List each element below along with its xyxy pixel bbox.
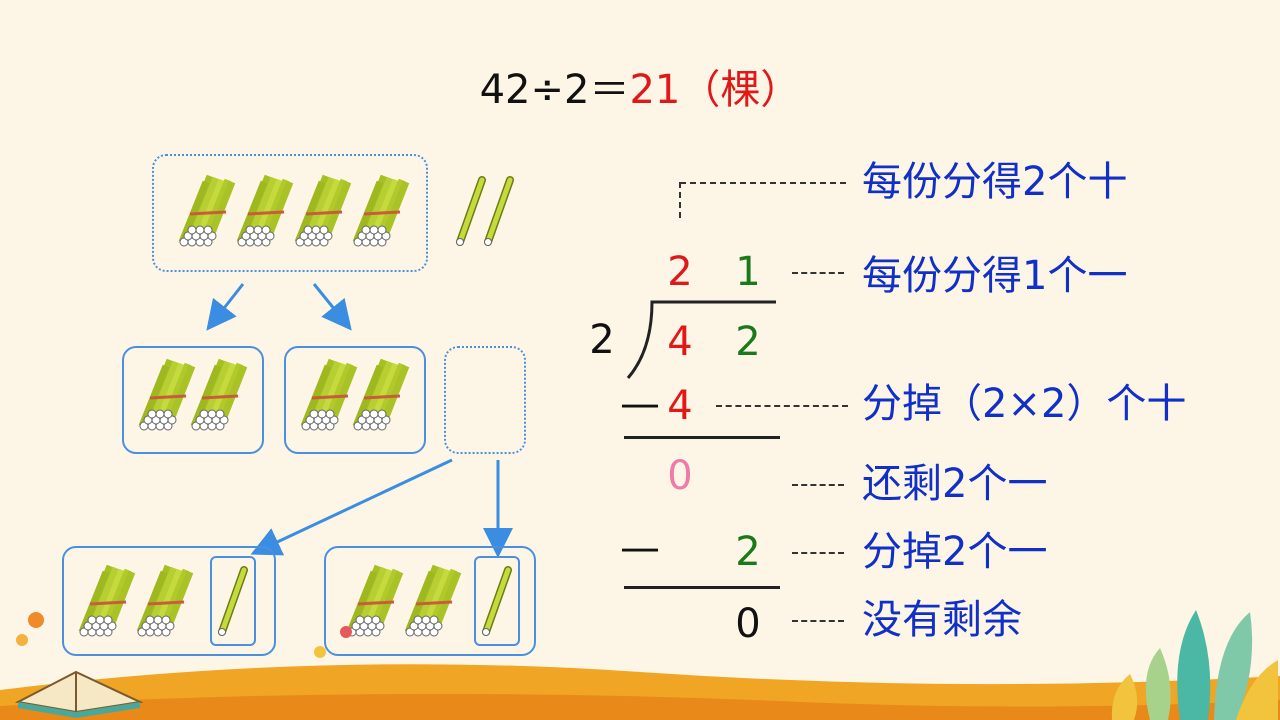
annotation-ones-per-share: 每份分得1个一 bbox=[862, 253, 1128, 299]
subtract-ones: 2 bbox=[735, 529, 761, 575]
dividend-tens: 4 bbox=[667, 319, 693, 365]
annotation-removed-ones: 分掉2个一 bbox=[862, 529, 1048, 575]
leader-no-remainder bbox=[792, 620, 844, 622]
subtraction-line-1 bbox=[624, 436, 780, 439]
leader-tens-vertical bbox=[679, 182, 681, 218]
middle-group-right bbox=[284, 346, 426, 454]
single-stick-box bbox=[210, 556, 256, 646]
dividend-ones: 2 bbox=[735, 319, 761, 365]
annotation-tens-per-share: 每份分得2个十 bbox=[862, 159, 1128, 205]
subtract-tens: 4 bbox=[667, 383, 693, 429]
top-group-bundles bbox=[152, 154, 428, 272]
annotation-removed-tens: 分掉（2×2）个十 bbox=[862, 381, 1187, 427]
minus-sign-2: — bbox=[620, 525, 660, 571]
divisor: 2 bbox=[589, 317, 615, 363]
middle-group-left bbox=[122, 346, 264, 454]
equation-unit: （棵） bbox=[680, 67, 801, 113]
annotation-no-remainder: 没有剩余 bbox=[862, 597, 1022, 643]
leader-left-ones bbox=[792, 484, 844, 486]
bottom-group-left bbox=[62, 546, 276, 656]
quotient-ones: 1 bbox=[735, 249, 761, 295]
equation: 42÷2＝21（棵） bbox=[0, 64, 1280, 116]
leader-tens bbox=[680, 182, 846, 184]
equation-expression: 42÷2＝ bbox=[479, 67, 630, 113]
annotation-left-ones: 还剩2个一 bbox=[862, 461, 1048, 507]
equation-result: 21 bbox=[629, 67, 681, 113]
quotient-tens: 2 bbox=[667, 249, 693, 295]
leader-removed-ones bbox=[792, 552, 844, 554]
subtraction-line-2 bbox=[624, 586, 780, 589]
remainder-1: 0 bbox=[667, 453, 693, 499]
minus-sign-1: — bbox=[620, 381, 660, 427]
leader-removed-tens bbox=[716, 405, 848, 407]
single-stick-box bbox=[474, 556, 520, 646]
leader-ones bbox=[792, 272, 844, 274]
bottom-group-right bbox=[324, 546, 536, 656]
middle-group-empty bbox=[444, 346, 526, 454]
final-remainder: 0 bbox=[735, 601, 761, 647]
